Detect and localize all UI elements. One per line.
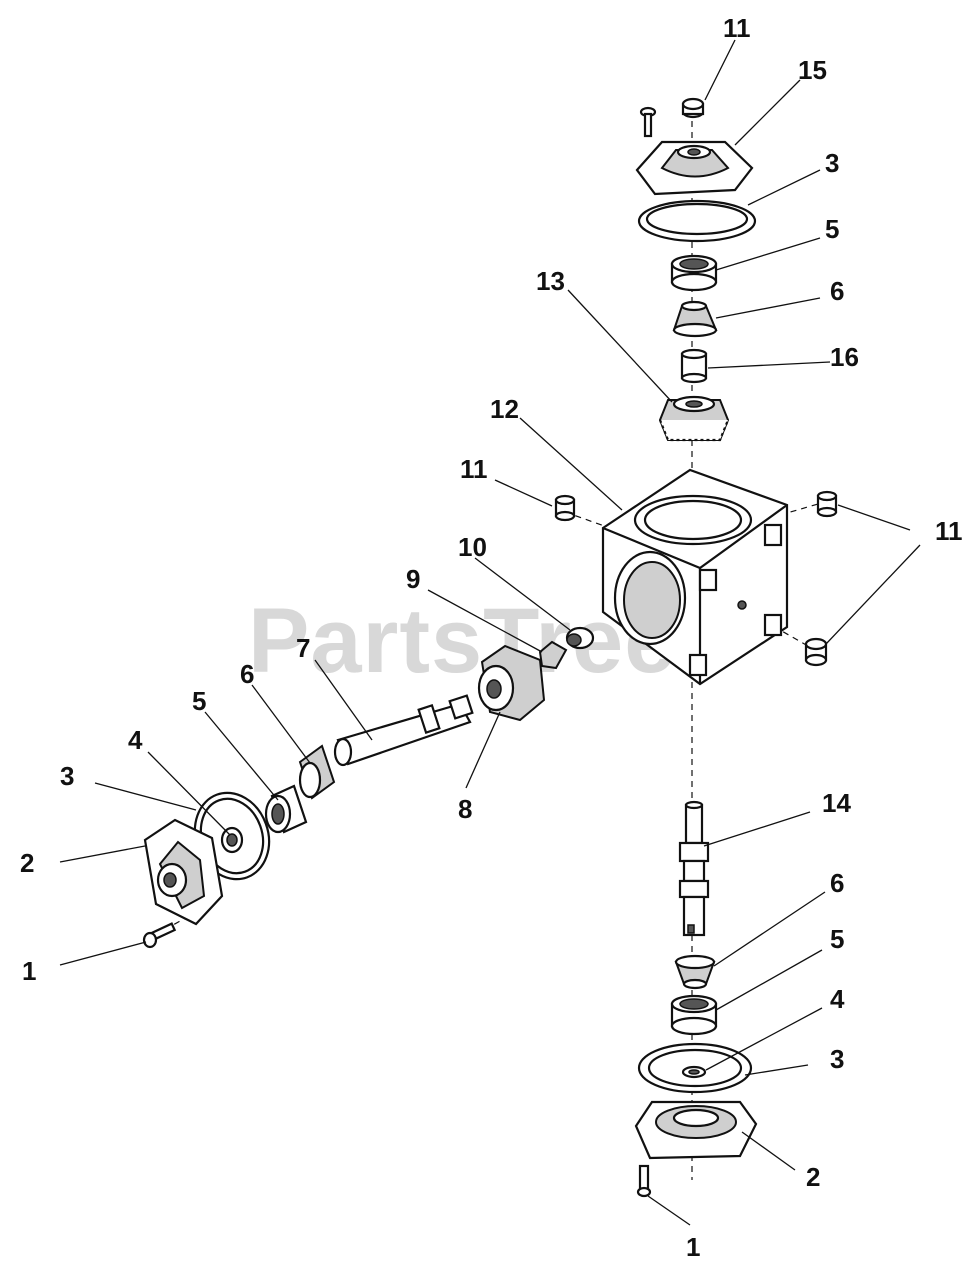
callout-3-top: 3 bbox=[825, 148, 839, 178]
part-6-bottom-bearing-cone bbox=[674, 954, 716, 990]
callout-5-left: 5 bbox=[192, 686, 206, 716]
callout-4-bottom: 4 bbox=[830, 984, 845, 1014]
part-15-top-cap bbox=[635, 140, 754, 196]
part-10-race bbox=[565, 626, 595, 650]
callout-9: 9 bbox=[406, 564, 420, 594]
callout-15: 15 bbox=[798, 55, 827, 85]
callout-16: 16 bbox=[830, 342, 859, 372]
callout-6-left: 6 bbox=[240, 659, 254, 689]
callout-8: 8 bbox=[458, 794, 472, 824]
callout-6-bottom: 6 bbox=[830, 868, 844, 898]
part-5-bottom-bearing-cup bbox=[670, 994, 718, 1036]
callout-1-bottom: 1 bbox=[686, 1232, 700, 1262]
part-8-bevel-gear bbox=[477, 644, 546, 722]
callout-13: 13 bbox=[536, 266, 565, 296]
callout-14: 14 bbox=[822, 788, 851, 818]
part-11-right-upper-plug bbox=[816, 490, 838, 518]
callout-7: 7 bbox=[296, 633, 310, 663]
part-4-bottom-seal bbox=[681, 1065, 707, 1079]
part-1-bottom-bolt bbox=[636, 1164, 652, 1198]
callout-5-top: 5 bbox=[825, 214, 839, 244]
part-5-top-bearing-cup bbox=[670, 254, 718, 292]
part-11-right-lower-plug bbox=[804, 637, 828, 667]
part-6-top-bearing-cone bbox=[672, 300, 718, 338]
leader-lines bbox=[59, 39, 921, 1226]
part-15-screw bbox=[639, 106, 657, 138]
part-16-spacer bbox=[680, 348, 708, 384]
part-5-left-bearing-cup bbox=[264, 784, 308, 834]
part-14-output-shaft bbox=[678, 800, 710, 937]
callout-2-left: 2 bbox=[20, 848, 34, 878]
callout-1-left: 1 bbox=[22, 956, 36, 986]
callout-12: 12 bbox=[490, 394, 519, 424]
part-12-housing bbox=[601, 468, 789, 686]
callout-6-top: 6 bbox=[830, 276, 844, 306]
callout-2-bottom: 2 bbox=[806, 1162, 820, 1192]
part-6-left-bearing-cone bbox=[298, 744, 336, 800]
callout-5-bottom: 5 bbox=[830, 924, 844, 954]
callout-3-left: 3 bbox=[60, 761, 74, 791]
callout-labels: 11 15 3 5 13 6 16 12 11 11 10 9 7 6 5 4 … bbox=[20, 13, 963, 1262]
part-7-input-shaft bbox=[333, 694, 474, 767]
part-2-bottom-cover bbox=[634, 1100, 758, 1160]
part-11-top-plug bbox=[681, 97, 705, 119]
part-13-bevel-gear bbox=[658, 395, 730, 442]
part-9-small-bearing bbox=[538, 640, 568, 670]
part-3-top-gasket bbox=[637, 199, 757, 243]
part-2-left-cover bbox=[143, 818, 224, 926]
callout-11-right: 11 bbox=[935, 516, 963, 546]
part-4-left-seal bbox=[220, 826, 244, 854]
part-1-left-bolt bbox=[142, 922, 177, 949]
callout-11-left: 11 bbox=[460, 454, 488, 484]
callout-10: 10 bbox=[458, 532, 487, 562]
callout-3-bottom: 3 bbox=[830, 1044, 844, 1074]
part-11-left-plug bbox=[554, 494, 576, 522]
callout-4-left: 4 bbox=[128, 725, 143, 755]
callout-11-top: 11 bbox=[723, 13, 751, 43]
